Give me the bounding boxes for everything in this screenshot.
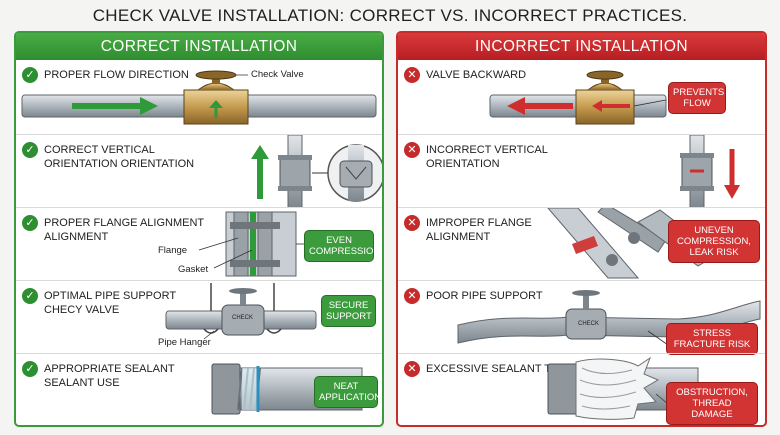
secure-support-callout: SECURE SUPPORT xyxy=(321,295,376,327)
prevents-flow-callout: PREVENTS FLOW xyxy=(668,82,726,114)
check-icon: ✓ xyxy=(22,288,38,304)
pipe-support-illustration xyxy=(165,283,317,340)
neat-application-callout: NEAT APPLICATION xyxy=(314,376,381,408)
valve-body-text: CHECK xyxy=(232,315,254,321)
pipe-hanger-note: Pipe Hanger xyxy=(158,337,211,348)
x-icon: ✕ xyxy=(404,67,420,83)
uneven-compression-callout: UNEVEN COMPRESSION, LEAK RISK xyxy=(668,220,760,263)
row-label: OPTIMAL PIPE SUPPORT CHECY VALVE xyxy=(44,290,176,316)
row-label: VALVE BACKWARD xyxy=(426,69,527,81)
row-label: POOR PIPE SUPPORT xyxy=(426,290,543,302)
correct-row-sealant: ✓ APPROPRIATE SEALANT SEALANT USE NEAT A… xyxy=(16,353,382,425)
correct-header: CORRECT INSTALLATION xyxy=(16,33,382,60)
check-valve-note: Check Valve xyxy=(251,69,304,80)
incorrect-row-flange: ✕ IMPROPER FLANGE ALIGNMENT UNEVEN COMPR… xyxy=(398,207,765,280)
row-label: PROPER FLOW DIRECTION xyxy=(44,69,189,81)
check-icon: ✓ xyxy=(22,142,38,158)
gasket-note: Gasket xyxy=(178,264,209,275)
incorrect-row-backward: ✕ VALVE BACKWARD PREVENTS FLOW xyxy=(398,60,765,134)
correct-row-support: ✓ OPTIMAL PIPE SUPPORT CHECY VALVE CHECK… xyxy=(16,280,382,353)
correct-row-flow: ✓ PROPER FLOW DIRECTION Check Valve xyxy=(16,60,382,134)
page-title: CHECK VALVE INSTALLATION: CORRECT VS. IN… xyxy=(92,6,688,25)
x-icon: ✕ xyxy=(404,142,420,158)
row-label: APPROPRIATE SEALANT SEALANT USE xyxy=(44,363,175,389)
correct-row-vertical: ✓ CORRECT VERTICAL ORIENTATION ORIENTATI… xyxy=(16,134,382,208)
incorrect-row-vertical: ✕ INCORRECT VERTICAL ORIENTATION xyxy=(398,134,765,208)
correct-panel: CORRECT INSTALLATION ✓ PROPER FLOW DIREC… xyxy=(14,31,384,427)
incorrect-vertical-illustration xyxy=(680,135,740,208)
stress-fracture-callout: STRESS FRACTURE RISK xyxy=(666,323,758,355)
row-label: PROPER FLANGE ALIGNMENT ALIGNMENT xyxy=(44,217,204,243)
x-icon: ✕ xyxy=(404,361,420,377)
incorrect-panel: INCORRECT INSTALLATION ✕ VALVE BACKWARD … xyxy=(396,31,767,427)
correct-row-flange: ✓ PROPER FLANGE ALIGNMENT ALIGNMENT Flan… xyxy=(16,207,382,280)
row-label: CORRECT VERTICAL ORIENTATION ORIENTATION xyxy=(44,144,195,170)
incorrect-row-support: ✕ POOR PIPE SUPPORT CHECK STRESS FRACTUR… xyxy=(398,280,765,355)
check-icon: ✓ xyxy=(22,67,38,83)
row-label: INCORRECT VERTICAL ORIENTATION xyxy=(426,144,548,170)
row-label: EXCESSIVE SEALANT TAPE xyxy=(426,363,573,375)
incorrect-row-sealant: ✕ EXCESSIVE SEALANT TAPE OBSTRUCTION, TH… xyxy=(398,353,765,425)
x-icon: ✕ xyxy=(404,215,420,231)
vertical-orientation-illustration xyxy=(251,135,382,208)
flange-note: Flange xyxy=(158,245,188,256)
obstruction-callout: OBSTRUCTION, THREAD DAMAGE xyxy=(666,382,758,425)
row-label: IMPROPER FLANGE ALIGNMENT xyxy=(426,217,532,243)
flange-alignment-illustration xyxy=(198,211,304,277)
flow-direction-illustration xyxy=(21,70,377,125)
valve-body-text: CHECK xyxy=(578,321,600,327)
check-icon: ✓ xyxy=(22,361,38,377)
x-icon: ✕ xyxy=(404,288,420,304)
incorrect-header: INCORRECT INSTALLATION xyxy=(398,33,765,60)
check-icon: ✓ xyxy=(22,215,38,231)
valve-backward-illustration xyxy=(489,70,667,125)
even-compression-callout: EVEN COMPRESSION xyxy=(304,230,380,262)
